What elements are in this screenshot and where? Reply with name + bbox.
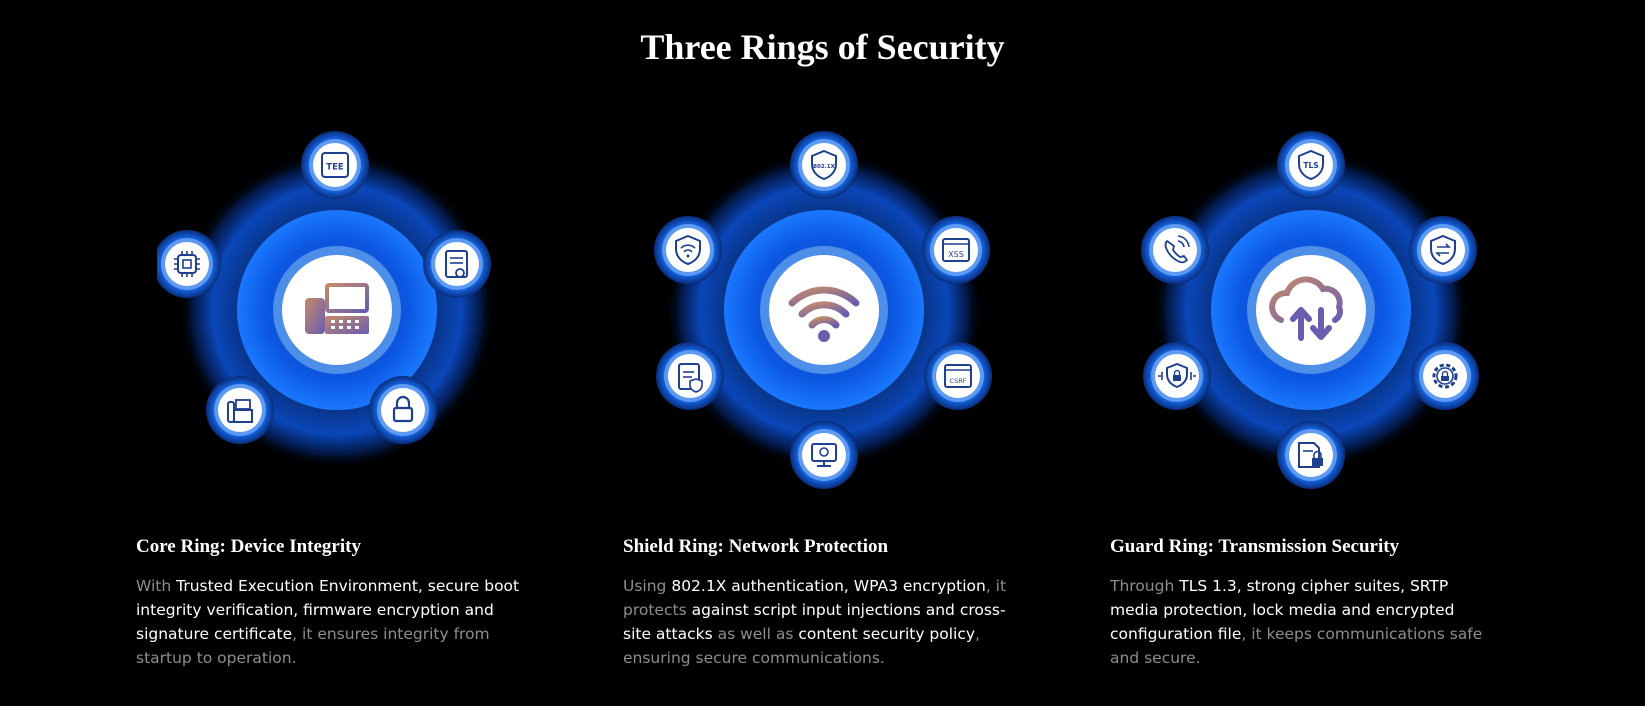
- core-ring-description: With Trusted Execution Environment, secu…: [136, 577, 520, 667]
- cloud-transfer-icon: [1269, 276, 1343, 341]
- xss-window-icon: XSS: [922, 216, 990, 284]
- xss-label: XSS: [948, 250, 964, 259]
- monitor-bug-icon: [790, 421, 858, 489]
- shield-ring-description: Using 802.1X authentication, WPA3 encryp…: [623, 577, 1007, 667]
- shield-tls-icon: TLS: [1277, 131, 1345, 199]
- shield-exchange-icon: [1409, 216, 1477, 284]
- csrf-window-icon: CSRF: [924, 342, 992, 410]
- page-title: Three Rings of Security: [640, 27, 1005, 67]
- desk-phone-icon: [206, 376, 274, 444]
- cpu-chip-icon: [157, 230, 221, 298]
- tee-label: TEE: [326, 163, 344, 173]
- lock-icon: [369, 376, 437, 444]
- core-ring-heading: Core Ring: Device Integrity: [136, 536, 361, 557]
- clipboard-shield-icon: [656, 342, 724, 410]
- shield-8021x-icon: 802.1X: [790, 131, 858, 199]
- phone-call-icon: [1141, 216, 1209, 284]
- guard-ring-heading: Guard Ring: Transmission Security: [1110, 536, 1400, 557]
- core-ring-diagram: TEE: [157, 120, 517, 500]
- certificate-icon: [423, 230, 491, 298]
- shield-ring-diagram: 802.1X XSS CSRF: [644, 120, 1004, 500]
- gear-lock-icon: [1411, 342, 1479, 410]
- 8021x-label: 802.1X: [813, 164, 835, 170]
- tls-label: TLS: [1303, 161, 1318, 170]
- document-lock-icon: [1277, 421, 1345, 489]
- wifi-icon: [788, 286, 860, 342]
- tee-chip-icon: TEE: [301, 131, 369, 199]
- csrf-label: CSRF: [950, 377, 967, 385]
- wifi-shield-icon: [654, 216, 722, 284]
- audio-lock-icon: [1143, 342, 1211, 410]
- guard-ring-diagram: TLS: [1131, 120, 1491, 500]
- desk-phone-icon: [305, 283, 369, 334]
- shield-ring-heading: Shield Ring: Network Protection: [623, 536, 889, 557]
- guard-ring-description: Through TLS 1.3, strong cipher suites, S…: [1110, 577, 1483, 667]
